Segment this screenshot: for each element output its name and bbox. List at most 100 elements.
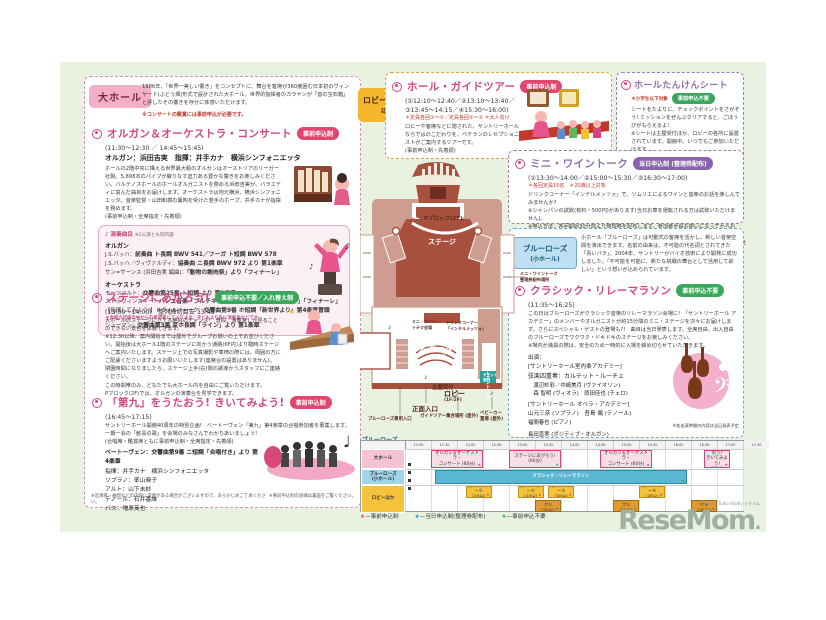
program-box: ♪ 演奏曲目 ※2公演とも同内容 オルガン J.S.バッハ：前奏曲 ト長調 BW…	[98, 225, 350, 336]
program-composer: J.S.バッハ：	[105, 252, 136, 259]
program-item: モーツァルト：交響曲第25番 ト短調 より 第1楽章	[105, 290, 343, 299]
section-guide-tour: ホール・ガイドツアー 事前申込制 (①12:10〜12:40／②13:10〜13…	[392, 79, 607, 155]
stage-title: ステージにあがろう!	[107, 292, 211, 304]
program-group-name: オルガン	[105, 243, 129, 251]
hall-floor-map: ♪♪ ♪♪♪ Pブロック(2F) ステージ 大ホール 1F客席 ロビー (1F/…	[353, 157, 558, 452]
timeline-gridline	[691, 449, 692, 511]
star-icon: ★	[646, 462, 650, 467]
timeline-event[interactable]: ガイドツアー③ (30分)★	[548, 486, 574, 498]
timeline-event[interactable]: ガイドツアー① (30分)★	[465, 486, 492, 498]
poster-canvas: 大ホール 1986年、「世界一美しい響き」をコンセプトに、舞台を客席が360度囲…	[60, 62, 769, 536]
branding-name-text: ReseMom	[618, 505, 756, 536]
stage-illustration-icon: ★	[288, 307, 354, 350]
relay-cast-3: 森 智明 (ヴィオラ) 原田佳也 (チェロ)	[528, 391, 628, 398]
panel-blueroses: ブルーローズ (小ホール) 小ホール「ブルーローズ」は可動式の客席を活かし、新し…	[508, 228, 744, 438]
organ-concert-performers: オルガン：浜田吉実 指揮：井手カナ 横浜シンフォニエッタ	[105, 154, 301, 162]
program-group-organ: オルガン J.S.バッハ：前奏曲 ト長調 BWV 541／フーガ ト短調 BWV…	[105, 241, 343, 277]
timeline-gridline	[717, 449, 718, 511]
program-piece: 協奏曲 ニ長調 BWV 972 より 第1楽章	[177, 261, 283, 268]
relay-cast-2: 渡辺紗彩／中嶋美月 (ヴァイオリン)	[528, 382, 621, 389]
map-label-main-hall-sub: 1F客席	[427, 355, 446, 361]
daiku-cast-1: ソプラノ：峯山暁子	[105, 477, 158, 484]
relay-cast-note: ※各出演時間の内容は当日発表予定	[672, 423, 739, 428]
blueroses-badge: ブルーローズ (小ホール)	[513, 237, 577, 269]
branding-tagline: Resemom Tudio Stadiy リセマム	[697, 501, 760, 506]
guide-tour-illustration-icon	[519, 89, 609, 141]
timeline-event[interactable]: ワイントーク① (30分)★	[535, 500, 561, 512]
timeline-legend: ★—事前申込制 ★—当日申込制(整理券配布) ★—事前申込不要	[360, 512, 546, 520]
map-label-mini-wine-place: ミニ・ワイン トーク会場	[412, 319, 436, 330]
program-head-note: ※2公演とも同内容	[134, 233, 174, 239]
organ-concert-header: オルガン＆オーケストラ・コンサート 事前申込制	[92, 126, 354, 141]
bullet-icon	[515, 158, 525, 169]
legend-text: —当日申込制(整理券配布)	[419, 514, 486, 520]
program-composer: 【指揮してみよう!】ドヴォルジャーク：	[105, 307, 204, 314]
bullet-icon	[92, 397, 102, 408]
left-column-panel: 大ホール 1986年、「世界一美しい響き」をコンセプトに、舞台を客席が360度囲…	[84, 76, 361, 512]
timeline-tick: 11:30	[431, 441, 457, 449]
chorus-illustration-icon: ♩	[264, 432, 355, 480]
timeline-event[interactable]: オルガン＆オーケストラ・ コンサート (60分)★	[431, 450, 483, 468]
timeline-event[interactable]: ガイドツアー② (30分)★	[517, 486, 544, 498]
timeline-tick: 11:00	[405, 441, 431, 449]
wine-talk-tag: 当日申込制 (整理券配布)	[633, 157, 713, 170]
timeline-tick: 15:30	[639, 441, 665, 449]
legend-item-0: ★—事前申込制	[360, 512, 399, 520]
wine-talk-header: ミニ・ワイントーク 当日申込制 (整理券配布)	[515, 156, 739, 171]
organ-concert-tag: 事前申込制	[296, 127, 339, 140]
footnote-left: ※出演者・曲目などの内容に変更がある場合がございますので、あらかじめご了承くださ…	[91, 494, 266, 505]
guide-tour-times: (①12:10〜12:40／②13:10〜13:40／③13:45〜14:15／…	[405, 98, 515, 114]
tanken-tag: 事前申込不要	[671, 93, 715, 104]
timeline-event[interactable]: ワイントーク② (30分)★	[613, 500, 639, 512]
bullet-icon	[92, 128, 102, 139]
map-label-front-entrance: 正面入口	[412, 405, 438, 413]
timeline-event[interactable]: 第九をうたおう! きいてみよう! (30分)★	[704, 450, 730, 468]
wine-talk-title: ミニ・ワイントーク	[530, 158, 629, 170]
timeline-event[interactable]: ガイドツアー④ (30分)★	[639, 486, 665, 498]
svg-text:♩: ♩	[343, 432, 351, 451]
legend-item-1: ★—当日申込制(整理券配布)	[415, 512, 486, 520]
tanken-title: ホールたんけんシート	[634, 81, 729, 91]
timeline-tick: 14:00	[561, 441, 587, 449]
branding-name: ReseMom.	[618, 505, 762, 536]
timeline-event[interactable]: オルガン＆オーケストラ・ コンサート (60分)★	[600, 450, 652, 468]
stage-header: ステージにあがろう! 事前申込不要／入れ替え制	[92, 290, 354, 305]
timeline-event[interactable]: ステージにあがろう! (60分)★	[509, 450, 561, 468]
daiku-times: (16:45〜17:15)	[105, 414, 152, 421]
stage-tag: 事前申込不要／入れ替え制	[215, 291, 300, 304]
blueroses-badge-line2: (小ホール)	[530, 256, 560, 263]
panel-guide-tour: ホール・ガイドツアー 事前申込制 (①12:10〜12:40／②13:10〜13…	[385, 72, 612, 159]
program-composer: J.S.バッハ／ヴィヴァルディ：	[105, 261, 178, 268]
star-icon: ★	[711, 506, 715, 511]
tanken-header: ホールたんけんシート	[621, 78, 741, 91]
daiku-title: 「第九」をうたおう! きいてみよう!	[107, 397, 285, 409]
program-item: シューマン：交響曲第3番 変ホ長調「ライン」より 第1楽章	[105, 322, 343, 331]
star-icon: ★	[477, 462, 481, 467]
map-label-blueroses-entrance: ブルーローズ専用入口	[368, 417, 412, 422]
timeline-event[interactable]: ワイントーク③ (30分)★	[691, 500, 717, 512]
daiku-piece: ベートーヴェン：交響曲第9番 ニ短調「合唱付き」より 第4楽章	[105, 450, 258, 466]
map-label-west-entrance: ウエストエントランス	[485, 357, 490, 403]
branding-dot: .	[754, 513, 762, 534]
footnote-right: ※事前申込制の詳細は裏面をご覧ください。	[268, 494, 356, 499]
star-icon: ★	[555, 462, 559, 467]
organ-concert-blurb2: (事前申込制・全席指定・先着順)	[105, 214, 182, 221]
program-composer: サン=サーンス (浜田吉実 編曲)：	[105, 269, 187, 276]
daiku-tag: 事前申込制	[289, 396, 332, 409]
svg-text:♪: ♪	[424, 373, 428, 381]
program-piece: 交響曲第25番 ト短調 より 第1楽章	[142, 290, 237, 297]
map-label-babycar: ベビーカー 置場 (屋外)	[480, 411, 504, 422]
timeline-gridline	[405, 449, 406, 511]
program-piece: 前奏曲 ト長調 BWV 541／フーガ ト短調 BWV 578	[135, 252, 277, 259]
timeline-tick: 16:00	[665, 441, 691, 449]
timeline-event[interactable]: クラシック・リレーマラソン★	[435, 470, 687, 484]
main-hall-badge-label: 大ホール	[89, 85, 151, 108]
timeline-row-band	[405, 449, 743, 469]
map-label-drink-corner: ドリンクコーナー	[446, 320, 478, 325]
main-hall-note: ※コンサートの鑑賞には事前申込が必要です。	[142, 112, 247, 118]
main-hall-badge: 大ホール	[89, 85, 151, 108]
star-icon: ★	[501, 514, 507, 520]
